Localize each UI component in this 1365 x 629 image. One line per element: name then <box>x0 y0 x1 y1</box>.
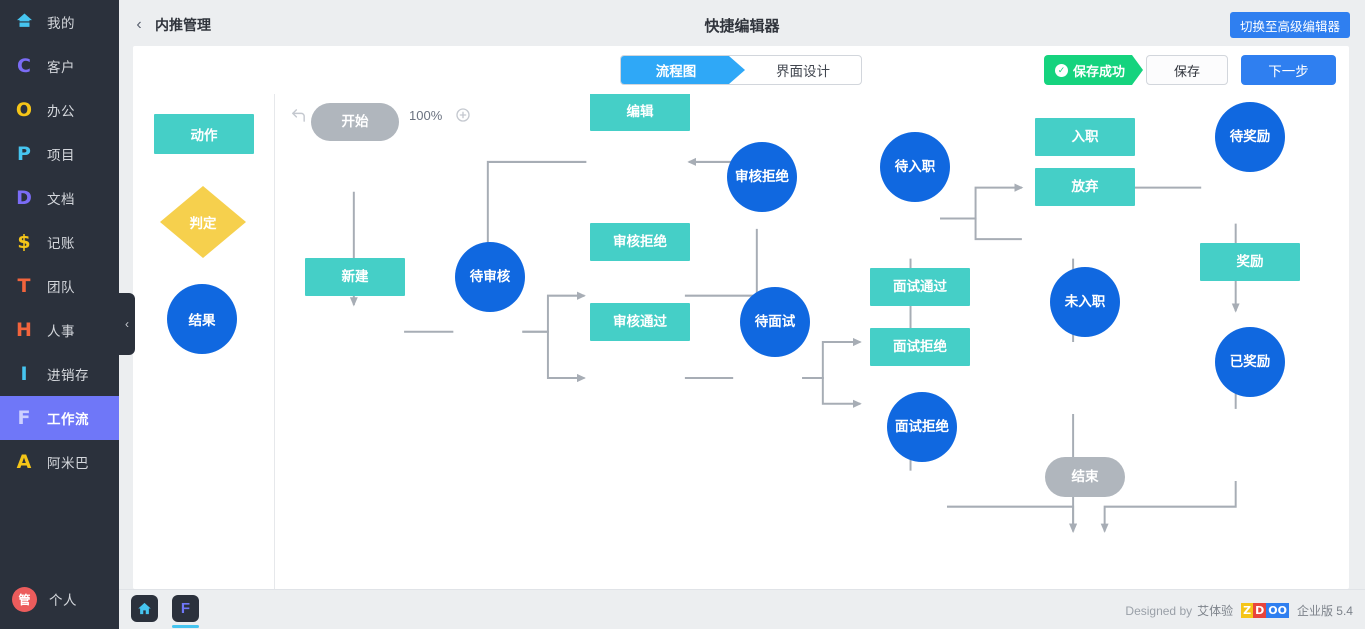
next-step-button[interactable]: 下一步 <box>1241 55 1336 85</box>
flow-node-new[interactable]: 新建 <box>305 258 405 296</box>
flow-node-pending[interactable]: 待审核 <box>455 242 525 312</box>
flow-node-end[interactable]: 结束 <box>1045 457 1125 497</box>
sidebar-item-label: 办公 <box>47 104 75 119</box>
flow-node-rewarded[interactable]: 已奖励 <box>1215 327 1285 397</box>
flow-node-reward-wait[interactable]: 待奖励 <box>1215 102 1285 172</box>
flow-node-iv-fail-rect[interactable]: 面试拒绝 <box>870 328 970 366</box>
status-badge: ✓ 保存成功 <box>1044 55 1143 85</box>
tab-ui-design[interactable]: 界面设计 <box>776 64 830 79</box>
tab-flowchart[interactable]: 流程图 <box>621 56 745 84</box>
flow-node-rej-circle[interactable]: 审核拒绝 <box>727 142 797 212</box>
avatar: 管 <box>12 586 37 612</box>
flow-node-not-onboard[interactable]: 未入职 <box>1050 267 1120 337</box>
sidebar-item-label: 客户 <box>47 60 75 75</box>
flow-node-iv-fail-circ[interactable]: 面试拒绝 <box>887 392 957 462</box>
sidebar-item-personal[interactable]: 管 个人 <box>0 577 119 621</box>
sidebar-item-label: 阿米巴 <box>47 456 89 471</box>
letter-d-icon: D <box>16 186 32 209</box>
sidebar-item-label: 我的 <box>47 16 75 31</box>
sidebar-item-7[interactable]: T 团队 <box>0 264 119 308</box>
active-app-underline <box>172 625 199 628</box>
sidebar: 我的 C 客户 O 办公 P 项目 D 文档 $ 记账 T 团队 H 人事 I 进销存 F 工作流 A 阿米巴 管 个人 <box>0 0 119 629</box>
letter-f-icon: F <box>17 406 31 429</box>
home-icon <box>10 11 38 34</box>
palette-shape-decide[interactable]: 判定 <box>189 216 217 231</box>
palette-shape-result[interactable]: 结果 <box>167 284 237 354</box>
sidebar-item-4[interactable]: P 项目 <box>0 132 119 176</box>
letter-i-icon: I <box>20 362 28 385</box>
sidebar-item-11[interactable]: A 阿米巴 <box>0 440 119 484</box>
save-cluster: ✓ 保存成功 保存 下一步 <box>1044 55 1336 85</box>
flow-node-onboard[interactable]: 入职 <box>1035 118 1135 156</box>
flow-canvas[interactable]: 100% <box>275 94 1349 589</box>
letter-c-icon: C <box>17 54 31 77</box>
sidebar-item-label: 项目 <box>47 148 75 163</box>
flow-node-onboard-wait[interactable]: 待入职 <box>880 132 950 202</box>
zoom-in-icon[interactable] <box>448 101 478 129</box>
save-button[interactable]: 保存 <box>1146 55 1228 85</box>
sidebar-item-8[interactable]: H 人事 <box>0 308 119 352</box>
flow-node-edit[interactable]: 编辑 <box>590 94 690 131</box>
sidebar-item-6[interactable]: $ 记账 <box>0 220 119 264</box>
flow-node-reward[interactable]: 奖励 <box>1200 243 1300 281</box>
sidebar-item-9[interactable]: I 进销存 <box>0 352 119 396</box>
credit-author: 艾体验 <box>1197 604 1234 618</box>
credit-prefix: Designed by <box>1125 603 1193 618</box>
sidebar-item-label: 人事 <box>47 324 75 339</box>
view-tabs: 流程图 界面设计 <box>620 55 862 85</box>
flow-node-start[interactable]: 开始 <box>311 103 399 141</box>
flow-node-pass-rect[interactable]: 审核通过 <box>590 303 690 341</box>
sidebar-item-label: 进销存 <box>47 368 89 383</box>
undo-icon[interactable] <box>283 101 313 129</box>
flow-node-interview[interactable]: 待面试 <box>740 287 810 357</box>
sidebar-item-2[interactable]: C 客户 <box>0 44 119 88</box>
shape-palette: 动作 判定 结果 <box>133 94 275 589</box>
save-status-text: 保存成功 <box>1072 63 1125 79</box>
letter-a-icon: A <box>16 450 32 473</box>
home-icon[interactable] <box>131 595 158 622</box>
flow-node-giveup[interactable]: 放弃 <box>1035 168 1135 206</box>
flow-node-rej-rect[interactable]: 审核拒绝 <box>590 223 690 261</box>
page-title: 快捷编辑器 <box>704 17 780 35</box>
sidebar-nav: 我的 C 客户 O 办公 P 项目 D 文档 $ 记账 T 团队 H 人事 I 进销存 F 工作流 A 阿米巴 <box>0 0 119 484</box>
palette-shape-action[interactable]: 动作 <box>154 114 254 154</box>
sidebar-item-label: 团队 <box>47 280 75 295</box>
breadcrumb[interactable]: 内推管理 <box>155 17 211 33</box>
editor-body: 动作 判定 结果 <box>133 94 1349 589</box>
sidebar-item-3[interactable]: O 办公 <box>0 88 119 132</box>
top-bar: ‹ 内推管理 快捷编辑器 切换至高级编辑器 <box>119 0 1365 50</box>
sidebar-item-label-personal: 个人 <box>49 593 77 608</box>
sidebar-collapse-button[interactable]: ‹ <box>119 293 135 355</box>
letter-t-icon: T <box>17 274 31 297</box>
sidebar-item-1[interactable]: 我的 <box>0 0 119 44</box>
editor-panel: 流程图 界面设计 ✓ 保存成功 保存 下一步 动作 <box>133 46 1349 589</box>
sidebar-item-5[interactable]: D 文档 <box>0 176 119 220</box>
sidebar-item-label: 文档 <box>47 192 75 207</box>
letter-o-icon: O <box>15 98 33 121</box>
chevron-left-icon: ‹ <box>125 317 129 331</box>
switch-advanced-editor-button[interactable]: 切换至高级编辑器 <box>1229 12 1350 38</box>
action-bar: 流程图 界面设计 ✓ 保存成功 保存 下一步 <box>133 46 1349 94</box>
flow-node-iv-pass[interactable]: 面试通过 <box>870 268 970 306</box>
dollar-icon: $ <box>17 230 31 253</box>
letter-p-icon: P <box>17 142 31 165</box>
sidebar-item-label: 记账 <box>47 236 75 251</box>
flow-nodes: 开始新建编辑待审核审核拒绝审核通过审核拒绝待面试面试通过面试拒绝面试拒绝待入职入… <box>275 94 1349 589</box>
zoom-level: 100% <box>409 107 443 123</box>
workflow-icon[interactable]: F <box>172 595 199 622</box>
main-area: ‹ 内推管理 快捷编辑器 切换至高级编辑器 流程图 界面设计 ✓ 保存成功 保存… <box>119 0 1365 629</box>
back-button[interactable]: ‹ <box>136 16 142 33</box>
sidebar-item-10[interactable]: F 工作流 <box>0 396 119 440</box>
check-circle-icon: ✓ <box>1055 64 1068 77</box>
edition-label: 企业版 5.4 <box>1296 604 1353 618</box>
sidebar-item-label: 工作流 <box>47 412 89 427</box>
letter-h-icon: H <box>16 318 32 341</box>
